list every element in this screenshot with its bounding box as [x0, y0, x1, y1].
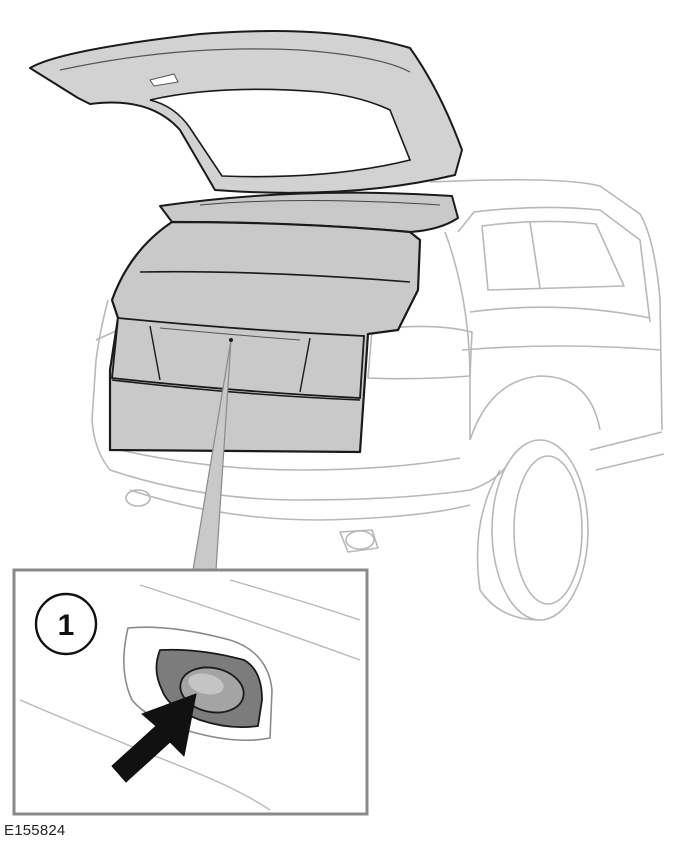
figure-code: E155824 [4, 822, 66, 839]
press-arrow-icon [111, 693, 197, 783]
open-tailgate [29, 30, 463, 194]
callout-badge: 1 [34, 592, 98, 656]
vehicle-body [91, 178, 665, 621]
tailgate-panel [108, 220, 422, 454]
callout-number: 1 [58, 609, 75, 642]
